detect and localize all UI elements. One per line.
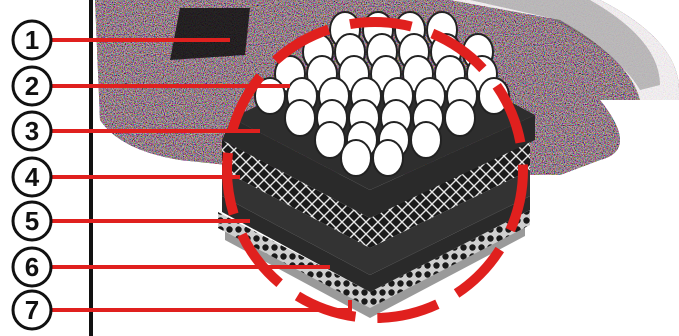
foam-pellet — [373, 140, 403, 176]
foam-pellet — [285, 100, 315, 136]
foam-pellet — [341, 140, 371, 176]
callout-label-1: 1 — [25, 25, 39, 55]
heel-pad — [170, 8, 250, 60]
foam-pellet — [445, 100, 475, 136]
callout-label-5: 5 — [25, 206, 39, 236]
callout-label-2: 2 — [25, 71, 39, 101]
callout-label-7: 7 — [25, 295, 39, 325]
callout-label-4: 4 — [25, 162, 40, 192]
foam-pellet — [315, 122, 345, 158]
foam-pellet — [411, 122, 441, 158]
callout-label-6: 6 — [25, 252, 39, 282]
callout-label-3: 3 — [25, 116, 39, 146]
